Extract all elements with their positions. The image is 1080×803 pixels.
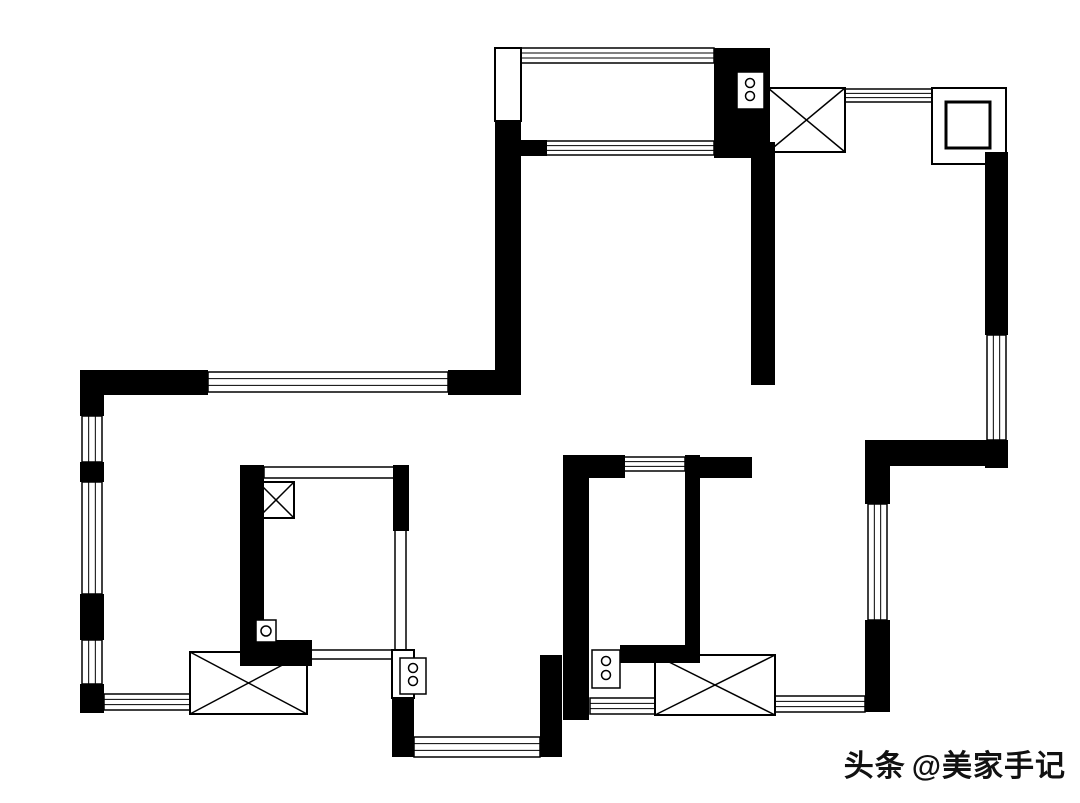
wall-segment bbox=[985, 152, 1008, 335]
wall-segment bbox=[540, 655, 562, 757]
watermark: 头条@美家手记 bbox=[844, 741, 1066, 785]
window-symbol bbox=[207, 371, 449, 393]
wall-jamb bbox=[494, 47, 522, 122]
wall-segment bbox=[393, 465, 409, 531]
wall-segment bbox=[240, 640, 312, 666]
wall-segment bbox=[865, 466, 890, 504]
window-symbol bbox=[544, 140, 715, 156]
window-symbol bbox=[844, 88, 933, 103]
window-symbol bbox=[81, 481, 103, 595]
wall-segment bbox=[448, 370, 521, 395]
window-symbol bbox=[774, 695, 866, 713]
wall-segment bbox=[80, 462, 104, 482]
wall-segment bbox=[563, 455, 625, 478]
wall-segment bbox=[392, 698, 414, 757]
wall-segment bbox=[80, 370, 104, 416]
window-symbol bbox=[867, 503, 888, 621]
window-symbol bbox=[81, 639, 103, 685]
hinge-circle bbox=[600, 669, 612, 681]
hinge-circle bbox=[260, 625, 272, 637]
wall-segment bbox=[521, 140, 547, 156]
window-symbol bbox=[622, 456, 686, 472]
wall-segment bbox=[865, 440, 1008, 466]
window-symbol bbox=[81, 415, 103, 463]
wall-segment bbox=[495, 121, 521, 395]
wall-segment bbox=[620, 645, 700, 663]
window-symbol bbox=[520, 47, 715, 64]
partition-wall bbox=[309, 649, 393, 660]
wall-segment bbox=[685, 455, 700, 663]
wall-segment bbox=[563, 455, 589, 720]
column-shaft-inner bbox=[944, 100, 992, 150]
hinge-circle bbox=[744, 90, 756, 102]
x-box-diagonal bbox=[654, 654, 776, 716]
window-symbol bbox=[986, 334, 1007, 441]
hinge-circle bbox=[600, 655, 612, 667]
wall-segment bbox=[80, 594, 104, 640]
door-hinge-box bbox=[591, 649, 621, 689]
wall-segment bbox=[751, 155, 775, 385]
window-symbol bbox=[413, 736, 541, 758]
hinge-circle bbox=[407, 675, 419, 687]
wall-segment bbox=[865, 620, 890, 712]
wall-segment bbox=[80, 684, 104, 713]
wall-segment bbox=[700, 457, 752, 478]
wall-segment bbox=[714, 142, 775, 158]
partition-wall bbox=[263, 466, 396, 479]
x-box-diagonal bbox=[767, 87, 846, 153]
hinge-circle bbox=[744, 77, 756, 89]
watermark-brand: 头条 bbox=[843, 750, 906, 783]
hinge-circle bbox=[407, 662, 419, 674]
watermark-handle: @美家手记 bbox=[911, 750, 1066, 783]
door-hinge-box bbox=[736, 71, 765, 110]
window-symbol bbox=[103, 693, 191, 711]
window-symbol bbox=[589, 697, 656, 715]
